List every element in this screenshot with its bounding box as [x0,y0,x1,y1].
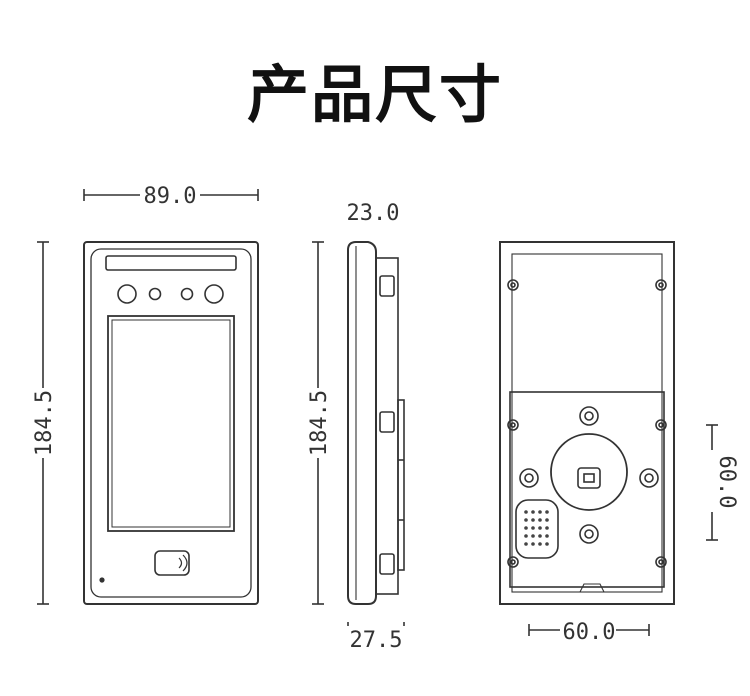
speaker-grille [515,499,559,559]
sensor-right-icon [180,287,194,301]
front-width-label: 89.0 [144,184,197,209]
back-housing [499,241,675,605]
mounting-bracket [509,391,665,588]
side-height-label: 184.5 [307,390,332,456]
back-view [499,241,718,636]
card-reader-icon [154,550,190,576]
status-led [99,577,105,583]
side-depth-bottom-label: 27.5 [350,628,403,653]
sensor-left-icon [148,287,162,301]
cable-port [550,433,628,511]
screen [107,315,235,532]
camera-right-icon [204,284,224,304]
back-bracket-width-label: 60.0 [563,620,616,645]
light-bar [105,255,237,271]
side-depth-top-label: 23.0 [347,201,400,226]
front-height-label: 184.5 [32,390,57,456]
front-view [37,189,259,605]
camera-left-icon [117,284,137,304]
back-bracket-height-label: 60.0 [714,456,739,509]
front-housing [83,241,259,605]
page-title: 产品尺寸 [246,58,503,131]
